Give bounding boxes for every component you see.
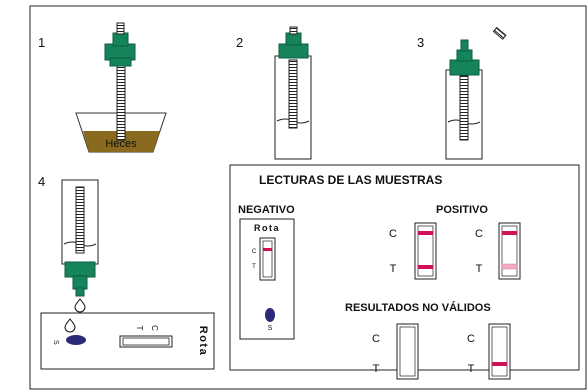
cap-icon (64, 261, 96, 278)
sampling-stick (459, 75, 469, 141)
feces-sample (83, 131, 160, 152)
positive-strip-weak: C T (475, 222, 521, 280)
step-4-number: 4 (38, 174, 45, 189)
c-label: C (150, 325, 159, 331)
positive-label: POSITIVO (436, 204, 488, 216)
sample-well (66, 335, 86, 345)
negative-label: NEGATIVO (238, 204, 295, 216)
s-label: S (268, 325, 273, 332)
control-line (263, 248, 272, 251)
test-line (501, 263, 518, 270)
t-label: T (373, 363, 380, 375)
step-3-number: 3 (417, 35, 424, 50)
test-line (418, 265, 433, 269)
control-line (418, 231, 433, 235)
invalid-label: RESULTADOS NO VÁLIDOS (345, 301, 491, 314)
c-label: C (252, 249, 257, 255)
drop-icon (64, 318, 76, 333)
step-2-illustration (274, 26, 312, 160)
step-1-number: 1 (38, 35, 45, 50)
cap-icon (449, 59, 480, 76)
broken-tip-icon (492, 26, 507, 40)
result-window (259, 237, 276, 281)
t-label: T (390, 263, 397, 275)
step-2-number: 2 (236, 35, 243, 50)
result-window (119, 335, 173, 348)
invalid-strip-no-lines: C T (372, 323, 419, 380)
c-label: C (389, 228, 397, 240)
test-line (492, 362, 507, 366)
invalid-strip-test-only: C T (467, 323, 511, 380)
sampling-stick (75, 186, 85, 254)
c-label: C (467, 333, 475, 345)
control-line (502, 231, 517, 235)
t-label: T (468, 363, 475, 375)
positive-strip-strong: C T (389, 222, 437, 280)
sample-well (265, 308, 275, 322)
brand-label: Rota (254, 223, 280, 233)
sampling-stick (288, 59, 298, 129)
c-label: C (475, 228, 483, 240)
step-1-illustration: Heces (75, 22, 167, 153)
feces-label: Heces (105, 138, 137, 150)
drop-icon (74, 298, 86, 313)
step-4-illustration (61, 179, 99, 313)
s-label: S (52, 340, 59, 345)
t-label: T (252, 264, 256, 270)
t-label: T (135, 326, 144, 331)
brand-label: Rota (197, 326, 209, 356)
test-cassette-horizontal: S T C Rota (40, 312, 215, 370)
negative-cassette: Rota C T S (239, 218, 295, 340)
sampling-stick (116, 61, 126, 141)
step-3-illustration (445, 26, 507, 160)
t-label: T (476, 263, 483, 275)
outer-frame (29, 5, 587, 390)
c-label: C (372, 333, 380, 345)
readings-title: LECTURAS DE LAS MUESTRAS (259, 173, 442, 187)
cap-icon (278, 43, 309, 59)
readings-panel: LECTURAS DE LAS MUESTRAS NEGATIVO POSITI… (229, 164, 580, 380)
